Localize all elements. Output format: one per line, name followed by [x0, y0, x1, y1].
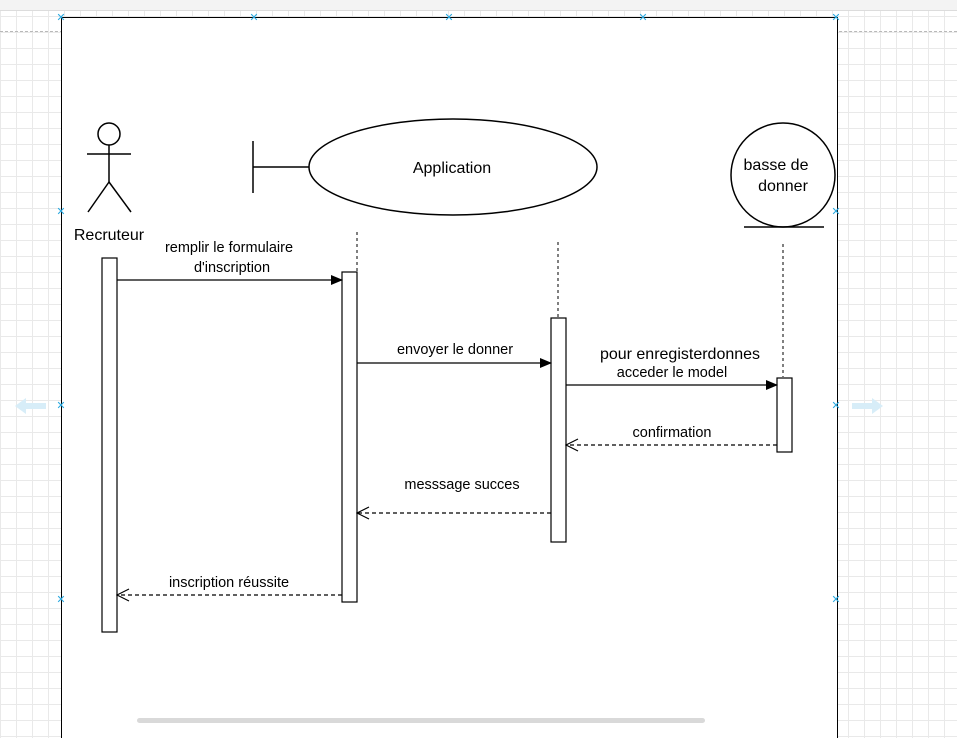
boundary-application[interactable]: Application [252, 118, 598, 216]
entity-circle [730, 122, 836, 228]
arrow-left-icon[interactable] [13, 396, 47, 416]
boundary-label: Application [413, 160, 491, 177]
top-toolbar-strip [0, 0, 957, 11]
actor-left-leg [87, 181, 110, 213]
actor-recruteur[interactable]: Recruteur [74, 122, 145, 244]
sequence-diagram: Recruteur Application basse de donner re… [74, 118, 836, 633]
activation-recruteur[interactable] [101, 257, 118, 633]
message-label: inscription réussite [169, 575, 289, 591]
x-handle-icon[interactable]: ✕ [831, 205, 841, 218]
x-handle-icon[interactable]: ✕ [638, 11, 648, 24]
message-label: messsage succes [404, 477, 519, 493]
x-handle-icon[interactable]: ✕ [444, 11, 454, 24]
message-envoyer-donner[interactable]: envoyer le donner [357, 342, 552, 368]
message-label: envoyer le donner [397, 342, 513, 358]
x-handle-icon[interactable]: ✕ [831, 11, 841, 24]
message-succes[interactable]: messsage succes [357, 477, 551, 513]
boundary-ellipse [308, 118, 598, 216]
message-label-line1: remplir le formulaire [165, 240, 293, 256]
message-label: confirmation [633, 425, 712, 441]
activation-application[interactable] [341, 271, 358, 603]
actor-right-leg [108, 181, 132, 213]
x-handle-icon[interactable]: ✕ [249, 11, 259, 24]
actor-label: Recruteur [74, 227, 145, 244]
message-acceder-model[interactable]: pour enregisterdonnes acceder le model [566, 346, 778, 390]
activation-controller[interactable] [550, 317, 567, 543]
message-confirmation[interactable]: confirmation [566, 425, 777, 445]
activation-database[interactable] [776, 377, 793, 453]
x-handle-icon[interactable]: ✕ [831, 593, 841, 606]
entity-database[interactable]: basse de donner [730, 122, 836, 228]
entity-label-line1: basse de [744, 157, 809, 174]
x-handle-icon[interactable]: ✕ [56, 593, 66, 606]
message-inscription-reussite[interactable]: inscription réussite [117, 575, 342, 595]
entity-label-line2: donner [758, 178, 808, 195]
horizontal-scrollbar[interactable] [137, 718, 705, 723]
x-handle-icon[interactable]: ✕ [56, 11, 66, 24]
actor-head [97, 122, 121, 146]
message-label-line1: pour enregisterdonnes [600, 346, 760, 363]
message-label-line2: d'inscription [194, 260, 270, 276]
arrow-right-icon[interactable] [851, 396, 885, 416]
message-remplir-formulaire[interactable]: remplir le formulaire d'inscription [117, 240, 343, 285]
x-handle-icon[interactable]: ✕ [56, 205, 66, 218]
message-label-line2: acceder le model [617, 365, 727, 381]
x-handle-icon[interactable]: ✕ [56, 399, 66, 412]
x-handle-icon[interactable]: ✕ [831, 399, 841, 412]
